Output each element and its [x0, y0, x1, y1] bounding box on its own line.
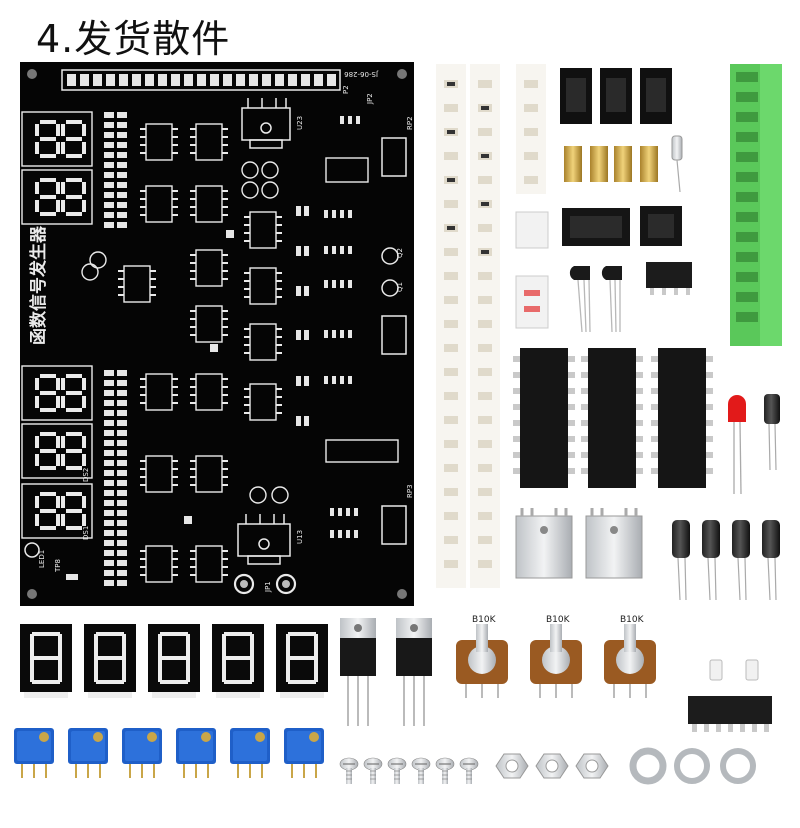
mark-ds1: DS1 — [82, 526, 90, 540]
screws — [339, 757, 479, 785]
electrolytic-caps — [672, 520, 780, 601]
mark-jp1: JP1 — [264, 581, 272, 593]
page-title: 4.发货散件 — [36, 17, 231, 61]
mark-led1: LED1 — [38, 550, 46, 568]
ic-sockets — [560, 68, 682, 246]
washers — [629, 747, 756, 785]
pot-label: B10K — [472, 615, 497, 625]
header-p2 — [61, 69, 341, 91]
potentiometers: B10K B10K B10K — [456, 615, 656, 698]
small-capacitor — [764, 394, 780, 471]
mark-u13: U13 — [296, 530, 304, 544]
seven-segment-displays — [18, 622, 330, 698]
pcb-board: 函数信号发生器 JS-06-286 P2 JP2 JP1 DS2 DS1 LED… — [20, 62, 414, 606]
mark-tp8: TP8 — [54, 559, 62, 573]
board-title: 函数信号发生器 — [28, 225, 49, 345]
dip8-chip — [646, 262, 692, 295]
potentiometer: B10K — [456, 615, 508, 698]
brass-standoffs — [564, 146, 658, 182]
mark-q2: Q2 — [396, 248, 404, 258]
potentiometer: B10K — [604, 615, 656, 698]
to220-regulators — [340, 618, 432, 726]
cap-footprints — [81, 161, 289, 504]
to92-transistors — [569, 266, 622, 333]
mark-jp2: JP2 — [366, 93, 374, 105]
crystal — [671, 135, 683, 193]
smd-tapes — [436, 64, 546, 588]
regulator-footprints — [237, 98, 291, 565]
mark-ds2: DS2 — [82, 468, 90, 482]
mark-u23: U23 — [296, 116, 304, 130]
display-footprints — [21, 111, 93, 539]
blue-trimmers — [13, 727, 325, 779]
heatsinks — [515, 508, 643, 579]
mark-p2: P2 — [342, 85, 350, 94]
red-led — [728, 395, 746, 495]
dip14-chip — [688, 696, 772, 732]
white-plugs — [709, 659, 759, 681]
hex-nuts — [495, 753, 609, 779]
board-date-code: JS-06-286 — [344, 70, 379, 78]
mark-q1: Q1 — [396, 282, 404, 292]
mark-rp3: RP3 — [406, 484, 414, 498]
dip16-chips — [513, 348, 713, 488]
pot-label: B10K — [620, 615, 645, 625]
tact-switches — [515, 211, 549, 329]
pot-label: B10K — [546, 615, 571, 625]
smd-pads — [66, 116, 360, 580]
potentiometer: B10K — [530, 615, 582, 698]
green-terminal-block — [730, 64, 782, 346]
edge-connectors — [381, 137, 407, 545]
mark-rp2: RP2 — [406, 116, 414, 130]
